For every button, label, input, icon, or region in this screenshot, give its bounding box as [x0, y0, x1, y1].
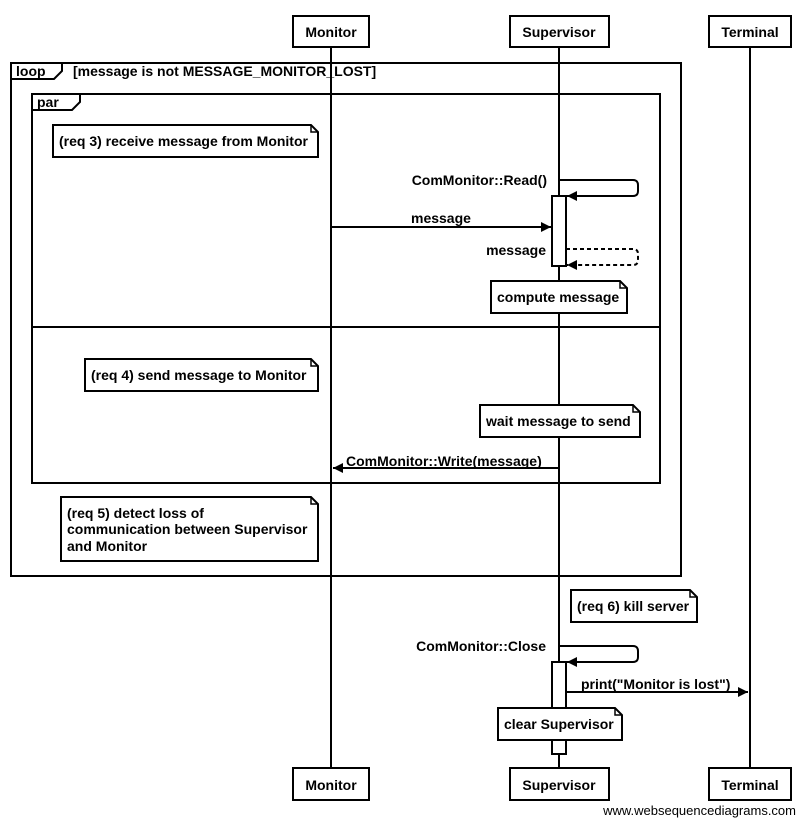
loop-keyword: loop [16, 63, 46, 79]
message-monitor-to-supervisor: message [331, 210, 551, 232]
loop-frame: loop [message is not MESSAGE_MONITOR_LOS… [10, 62, 682, 577]
message-label: message [486, 242, 546, 258]
message-label: ComMonitor::Close [416, 638, 546, 654]
note-req4: (req 4) send message to Monitor [84, 358, 319, 392]
watermark: www.websequencediagrams.com [602, 803, 796, 818]
note-text-line1: (req 5) detect loss of [67, 505, 204, 521]
note-clear: clear Supervisor [497, 707, 623, 741]
note-text: (req 4) send message to Monitor [91, 367, 307, 383]
participant-supervisor-bottom: Supervisor [509, 767, 610, 801]
message-write: ComMonitor::Write(message) [333, 453, 559, 473]
message-label: print("Monitor is lost") [581, 676, 730, 692]
message-label: ComMonitor::Write(message) [346, 453, 542, 469]
participant-terminal-top: Terminal [708, 15, 792, 48]
note-text-line3: and Monitor [67, 538, 148, 554]
message-label: ComMonitor::Read() [412, 172, 547, 188]
participant-label: Monitor [305, 777, 357, 793]
message-read: ComMonitor::Read() [412, 172, 639, 201]
participant-supervisor-top: Supervisor [509, 15, 610, 48]
note-wait: wait message to send [479, 404, 641, 438]
message-label: message [411, 210, 471, 226]
par-frame: par [31, 93, 661, 484]
participant-label: Supervisor [522, 777, 596, 793]
note-req5: (req 5) detect loss of communication bet… [60, 496, 319, 562]
participant-label: Terminal [721, 777, 778, 793]
participant-monitor-bottom: Monitor [292, 767, 370, 801]
note-text: wait message to send [485, 413, 631, 429]
par-keyword: par [37, 94, 59, 110]
message-close: ComMonitor::Close [416, 638, 639, 667]
loop-condition: [message is not MESSAGE_MONITOR_LOST] [73, 63, 376, 79]
note-compute: compute message [490, 280, 628, 314]
note-text: (req 6) kill server [577, 598, 690, 614]
message-print: print("Monitor is lost") [566, 676, 748, 697]
participant-label: Supervisor [522, 24, 596, 40]
note-text: (req 3) receive message from Monitor [59, 133, 309, 149]
note-text: clear Supervisor [504, 716, 614, 732]
participant-label: Monitor [305, 24, 357, 40]
note-req3: (req 3) receive message from Monitor [52, 124, 319, 158]
note-text: compute message [497, 289, 619, 305]
participant-monitor-top: Monitor [292, 15, 370, 48]
note-text-line2: communication between Supervisor [67, 521, 308, 537]
participant-terminal-bottom: Terminal [708, 767, 792, 801]
message-return: message [486, 242, 639, 270]
participant-label: Terminal [721, 24, 778, 40]
supervisor-activation-1 [551, 195, 567, 267]
note-req6: (req 6) kill server [570, 589, 698, 623]
